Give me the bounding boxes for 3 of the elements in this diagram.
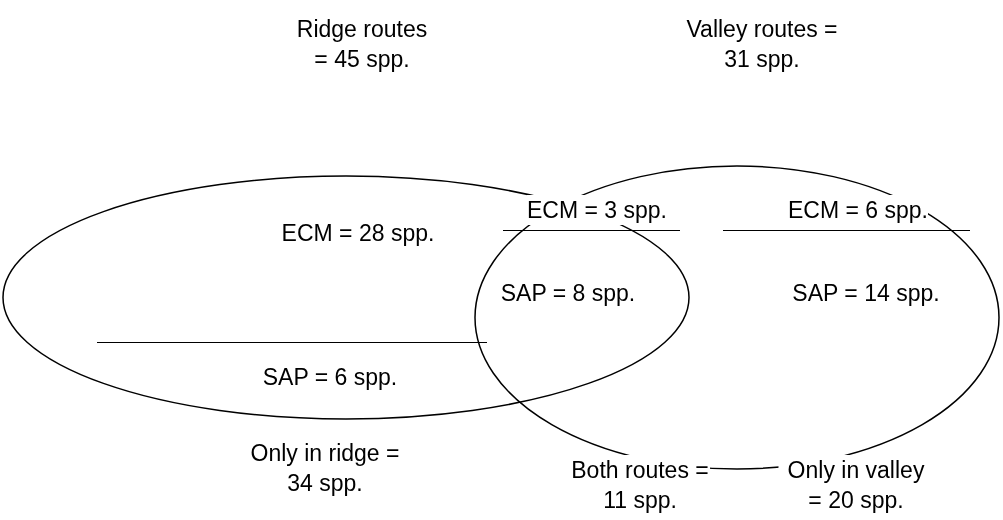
count-text: ECM = 6 spp. xyxy=(788,195,928,225)
count-text: ECM = 3 spp. xyxy=(527,195,667,225)
region-note: Both routes = 11 spp. xyxy=(570,455,710,515)
